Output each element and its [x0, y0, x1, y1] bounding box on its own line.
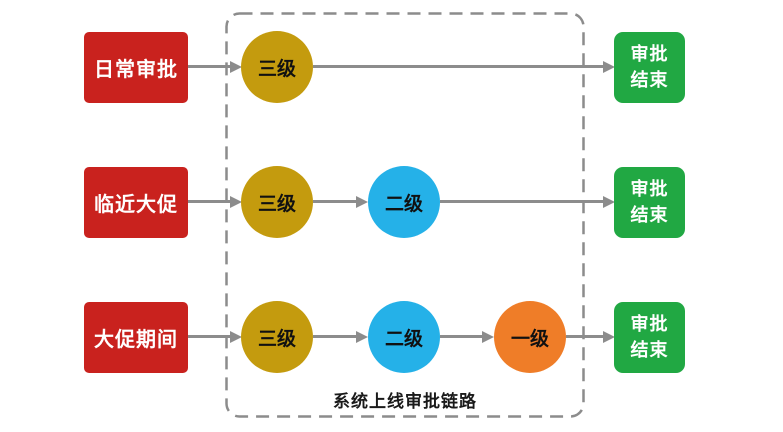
arrow-head — [603, 196, 615, 208]
arrow-line — [313, 200, 357, 203]
chain-title: 系统上线审批链路 — [333, 392, 477, 411]
level-2-node: 二级 — [368, 166, 440, 238]
arrow-head — [230, 196, 242, 208]
arrow-line — [188, 65, 230, 68]
scenario-box: 大促期间 — [84, 302, 188, 373]
arrow-head — [603, 61, 615, 73]
arrow-head — [603, 331, 615, 343]
arrow-line — [440, 335, 483, 338]
arrow-line — [313, 65, 603, 68]
scenario-box: 日常审批 — [84, 32, 188, 103]
arrow-head — [230, 331, 242, 343]
arrow-head — [482, 331, 494, 343]
level-3-node: 三级 — [241, 31, 313, 103]
level-1-node: 一级 — [494, 301, 566, 373]
arrow-line — [566, 335, 603, 338]
level-2-node: 二级 — [368, 301, 440, 373]
scenario-box: 临近大促 — [84, 167, 188, 238]
approval-end-box: 审批 结束 — [614, 302, 685, 373]
chain-boundary-rect — [225, 12, 585, 418]
arrow-head — [356, 196, 368, 208]
arrow-line — [188, 200, 230, 203]
arrow-line — [188, 335, 230, 338]
approval-end-box: 审批 结束 — [614, 32, 685, 103]
arrow-line — [440, 200, 603, 203]
arrow-head — [356, 331, 368, 343]
chain-boundary-box — [225, 12, 585, 418]
approval-end-box: 审批 结束 — [614, 167, 685, 238]
arrow-line — [313, 335, 357, 338]
level-3-node: 三级 — [241, 166, 313, 238]
level-3-node: 三级 — [241, 301, 313, 373]
arrow-head — [230, 61, 242, 73]
